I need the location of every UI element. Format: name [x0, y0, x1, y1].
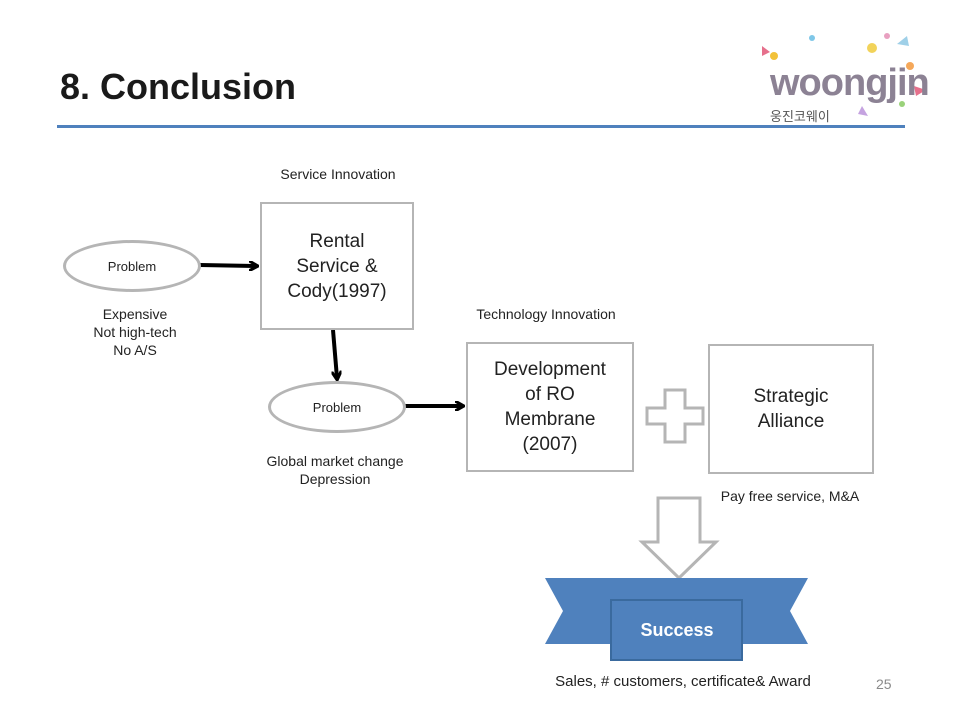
problem-2-detail: Depression: [299, 471, 371, 487]
development-ro-membrane-box: Development of RO Membrane (2007): [466, 342, 634, 472]
title-underline: [57, 125, 905, 128]
development-box-line: Development: [494, 359, 606, 380]
arrow-problem-to-rental: [199, 265, 256, 266]
success-label: Success: [640, 620, 714, 640]
problem-oval-1: Problem: [63, 240, 201, 292]
rental-service-box: Rental Service & Cody(1997): [260, 202, 414, 330]
development-box-line: (2007): [522, 434, 578, 455]
problem-1-detail: Not high-tech: [93, 324, 177, 340]
strategic-box-line: Alliance: [757, 411, 825, 432]
page-number: 25: [876, 676, 892, 692]
problem-2-details: Global market change Depression: [232, 452, 438, 488]
logo-wordmark: woongjin: [770, 62, 930, 104]
strategic-alliance-caption: Pay free service, M&A: [720, 488, 860, 504]
problem-oval-2: Problem: [268, 381, 406, 433]
rental-box-line: Cody(1997): [287, 280, 387, 302]
service-innovation-label: Service Innovation: [280, 166, 396, 182]
problem-oval-1-label: Problem: [107, 258, 157, 274]
rental-box-line: Service &: [296, 255, 378, 277]
down-arrow-icon: [638, 496, 720, 581]
success-ribbon: [545, 578, 808, 661]
logo-korean-subtitle: 웅진코웨이: [770, 109, 830, 124]
problem-1-details: Expensive Not high-tech No A/S: [60, 305, 210, 359]
strategic-alliance-box: Strategic Alliance: [708, 344, 874, 474]
plus-icon: [645, 388, 705, 444]
woongjin-logo: woongjin 웅진코웨이: [752, 26, 932, 126]
development-box-line: Membrane: [504, 409, 596, 430]
problem-1-detail: No A/S: [113, 342, 157, 358]
logo-confetti-icon: [762, 33, 926, 116]
problem-2-detail: Global market change: [266, 453, 404, 469]
development-box-line: of RO: [525, 384, 575, 405]
success-caption: Sales, # customers, certificate& Award: [555, 673, 811, 690]
strategic-box-line: Strategic: [753, 386, 829, 407]
slide-title: 8. Conclusion: [60, 66, 297, 107]
problem-1-detail: Expensive: [102, 306, 168, 322]
technology-innovation-label: Technology Innovation: [476, 306, 616, 322]
arrow-rental-to-problem2: [331, 329, 337, 378]
rental-box-line: Rental: [309, 230, 365, 252]
problem-oval-2-label: Problem: [312, 399, 362, 415]
